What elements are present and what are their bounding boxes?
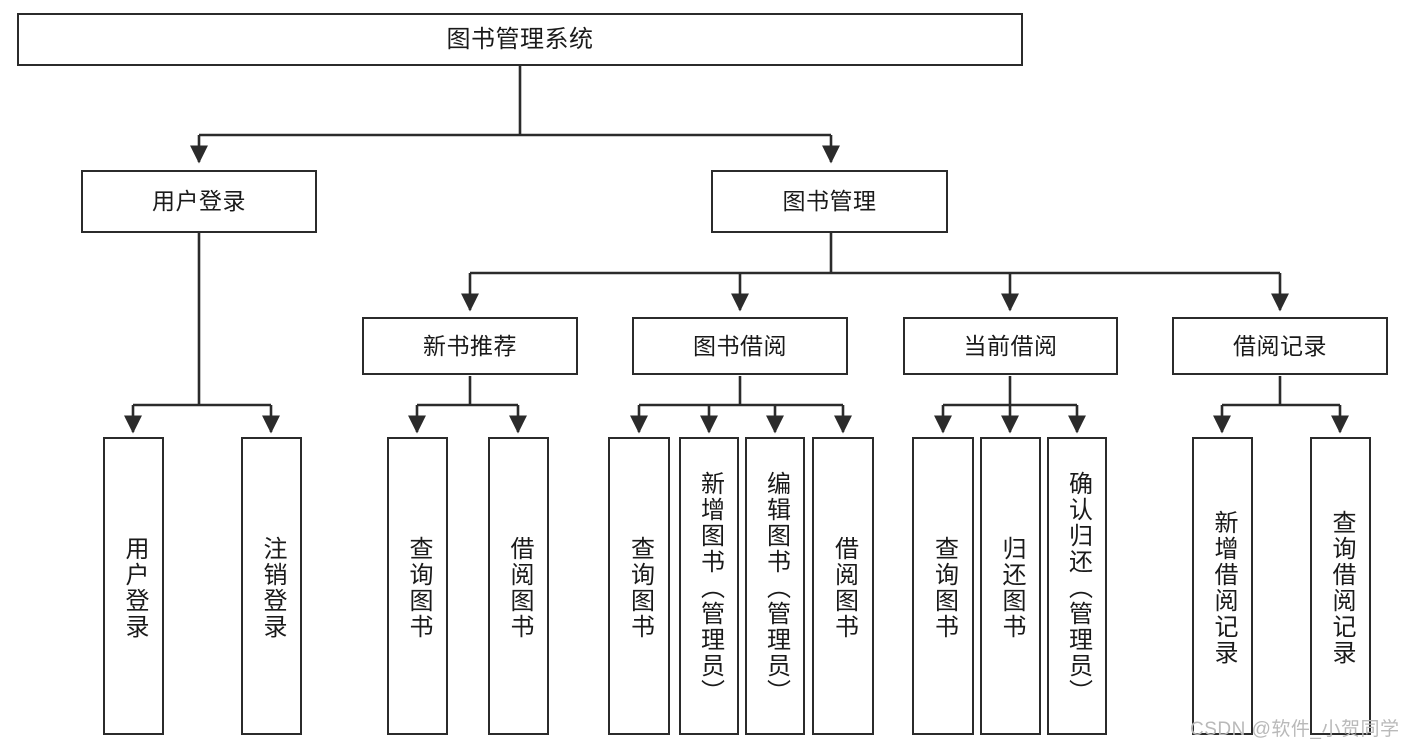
node-label: 编辑图书（管理员） xyxy=(762,471,790,705)
node-label: 新增借阅记录 xyxy=(1209,510,1237,666)
csdn-watermark: CSDN @软件_小贺同学 xyxy=(1190,719,1400,740)
node-label: 归还图书 xyxy=(997,536,1025,640)
node-book-management[interactable]: 图书管理 xyxy=(711,170,948,233)
node-label: 新书推荐 xyxy=(423,332,517,359)
node-label: 查询图书 xyxy=(626,536,654,640)
node-user-login[interactable]: 用户登录 xyxy=(81,170,317,233)
leaf-user-login-logout[interactable]: 注销登录 xyxy=(241,437,302,735)
node-book-borrow[interactable]: 图书借阅 xyxy=(632,317,848,375)
node-label: 图书管理 xyxy=(782,188,877,215)
node-new-book-recommend[interactable]: 新书推荐 xyxy=(362,317,578,375)
leaf-record-query-record[interactable]: 查询借阅记录 xyxy=(1310,437,1371,735)
node-label: 确认归还（管理员） xyxy=(1064,471,1092,705)
node-current-borrow[interactable]: 当前借阅 xyxy=(903,317,1118,375)
leaf-record-add-record[interactable]: 新增借阅记录 xyxy=(1192,437,1253,735)
node-label: 注销登录 xyxy=(258,536,286,640)
leaf-current-confirm-return-admin[interactable]: 确认归还（管理员） xyxy=(1047,437,1107,735)
node-root-system[interactable]: 图书管理系统 xyxy=(17,13,1023,66)
node-label: 当前借阅 xyxy=(963,332,1058,359)
leaf-borrow-query-book[interactable]: 查询图书 xyxy=(608,437,670,735)
node-label: 借阅图书 xyxy=(830,536,858,640)
leaf-current-query-book[interactable]: 查询图书 xyxy=(912,437,974,735)
leaf-recommend-query-book[interactable]: 查询图书 xyxy=(387,437,448,735)
leaf-recommend-borrow-book[interactable]: 借阅图书 xyxy=(488,437,549,735)
node-label: 图书管理系统 xyxy=(446,25,594,53)
node-label: 借阅图书 xyxy=(505,536,533,640)
node-borrow-record[interactable]: 借阅记录 xyxy=(1172,317,1388,375)
node-label: 查询借阅记录 xyxy=(1327,510,1355,666)
node-label: 用户登录 xyxy=(120,536,148,640)
node-label: 图书借阅 xyxy=(693,332,787,359)
leaf-current-return-book[interactable]: 归还图书 xyxy=(980,437,1041,735)
node-label: 查询图书 xyxy=(930,536,958,640)
node-label: 用户登录 xyxy=(152,188,246,215)
leaf-user-login-login[interactable]: 用户登录 xyxy=(103,437,164,735)
leaf-borrow-borrow-book[interactable]: 借阅图书 xyxy=(812,437,874,735)
node-label: 查询图书 xyxy=(404,536,432,640)
leaf-borrow-edit-book-admin[interactable]: 编辑图书（管理员） xyxy=(745,437,805,735)
node-label: 借阅记录 xyxy=(1233,332,1327,359)
node-label: 新增图书（管理员） xyxy=(696,471,724,705)
leaf-borrow-add-book-admin[interactable]: 新增图书（管理员） xyxy=(679,437,739,735)
